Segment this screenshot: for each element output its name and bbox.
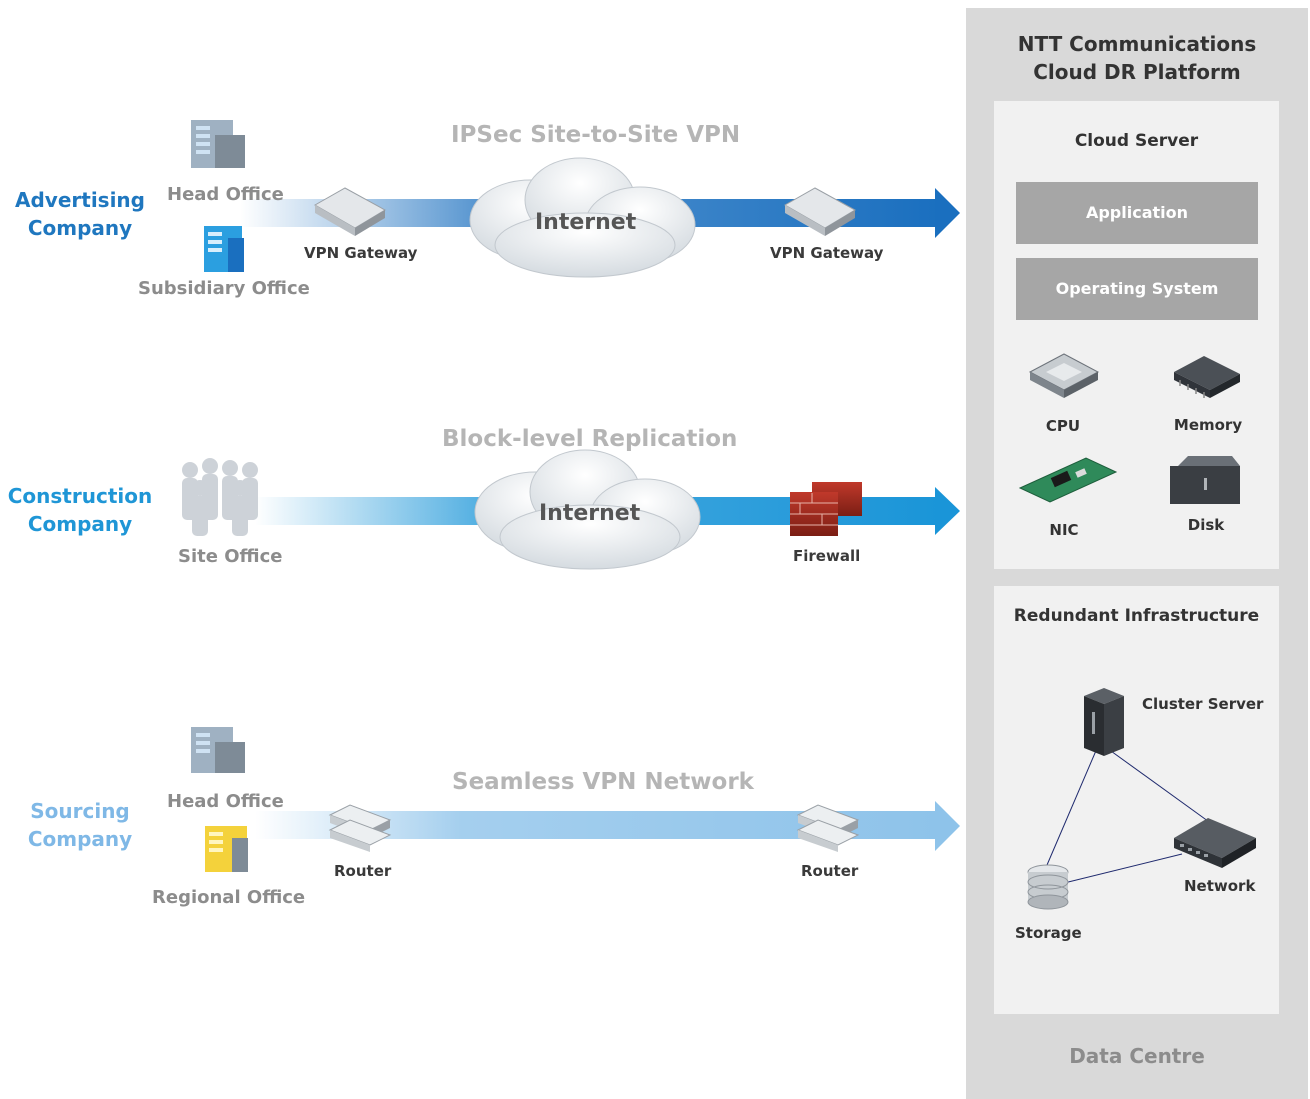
- disk-icon: [1170, 456, 1240, 504]
- cluster-server-icon: [1084, 688, 1124, 756]
- company-name-sourcing: Sourcing Company: [0, 797, 160, 853]
- site-office-label: Site Office: [178, 546, 283, 567]
- regional-office-label: Regional Office: [152, 887, 306, 908]
- router-icon: [796, 804, 860, 852]
- infrastructure-diagram: [1027, 688, 1256, 910]
- network-switch-icon: [1174, 818, 1256, 868]
- cpu-icon: [1028, 353, 1100, 398]
- company-line: Company: [27, 216, 133, 240]
- vpn-gateway-icon: [783, 187, 857, 236]
- hardware-icons: [1018, 353, 1240, 504]
- company-name-advertising: Advertising Company: [0, 186, 160, 242]
- row-title-ipsec: IPSec Site-to-Site VPN: [451, 122, 741, 148]
- cloud-label: Internet: [539, 501, 641, 526]
- storage-icon: [1027, 864, 1069, 910]
- cluster-server-label: Cluster Server: [1142, 695, 1264, 713]
- row-title-seamless-vpn: Seamless VPN Network: [452, 769, 754, 795]
- company-name-construction: Construction Company: [0, 482, 160, 538]
- vpn-gateway-label: VPN Gateway: [304, 244, 418, 262]
- application-layer: Application: [1016, 182, 1258, 244]
- site-office-people-icon: [182, 458, 258, 536]
- head-office-building-icon: [191, 727, 245, 773]
- company-line: Advertising: [15, 188, 145, 212]
- head-office-label: Head Office: [167, 184, 284, 205]
- nic-icon: [1018, 457, 1118, 503]
- title-line: NTT Communications: [1017, 32, 1257, 56]
- firewall-label: Firewall: [793, 547, 861, 565]
- network-label: Network: [1184, 877, 1256, 895]
- company-line: Company: [27, 827, 133, 851]
- redundant-infrastructure-panel: [994, 586, 1279, 1014]
- subsidiary-office-label: Subsidiary Office: [138, 278, 310, 299]
- vpn-gateway-label: VPN Gateway: [770, 244, 884, 262]
- internet-cloud-icon: [474, 449, 701, 570]
- operating-system-layer: Operating System: [1016, 258, 1258, 320]
- cpu-label: CPU: [1045, 417, 1081, 435]
- row-title-replication: Block-level Replication: [442, 426, 738, 452]
- data-centre-footer: Data Centre: [1069, 1044, 1205, 1068]
- company-line: Company: [27, 512, 133, 536]
- disk-label: Disk: [1187, 516, 1225, 534]
- router-label: Router: [801, 862, 859, 880]
- nic-label: NIC: [1049, 521, 1079, 539]
- firewall-icon: [790, 482, 862, 536]
- company-line: Sourcing: [30, 799, 130, 823]
- storage-label: Storage: [1015, 924, 1082, 942]
- cloud-server-title: Cloud Server: [1074, 131, 1199, 151]
- router-icon: [328, 804, 392, 852]
- subsidiary-office-building-icon: [204, 226, 244, 272]
- memory-label: Memory: [1173, 416, 1243, 434]
- data-centre-title: NTT Communications Cloud DR Platform: [966, 30, 1308, 86]
- internet-cloud-icon: [469, 157, 696, 278]
- title-line: Cloud DR Platform: [1033, 60, 1241, 84]
- memory-icon: [1174, 356, 1240, 398]
- head-office-building-icon: [191, 120, 245, 168]
- vpn-gateway-icon: [313, 187, 387, 236]
- cloud-label: Internet: [535, 210, 637, 235]
- regional-office-building-icon: [205, 826, 248, 872]
- head-office-label: Head Office: [167, 791, 284, 812]
- company-line: Construction: [7, 484, 153, 508]
- router-label: Router: [334, 862, 392, 880]
- redundant-infrastructure-title: Redundant Infrastructure: [1013, 606, 1260, 626]
